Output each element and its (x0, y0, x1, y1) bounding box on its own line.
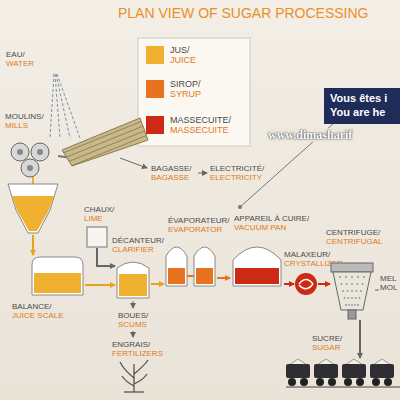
english-label: VACUUM PAN (234, 223, 286, 232)
legend-row: JUS/ JUICE (146, 46, 246, 70)
mill-rollers: MOULINS/MILLS (6, 140, 60, 235)
callout-text: You are he (330, 106, 385, 119)
electricity-arrow (198, 173, 207, 174)
flow-pipe (217, 277, 230, 279)
legend-swatch (146, 116, 164, 134)
legend-text: JUS/ JUICE (170, 45, 242, 65)
cane-conveyor (58, 118, 148, 166)
process-label: MEL (380, 274, 396, 283)
watermark: www.dimasharif (266, 128, 354, 142)
mill-rollers-shape (6, 140, 60, 235)
process-label: ENGRAIS/ (112, 340, 150, 349)
lime-box-shape (86, 226, 108, 248)
french-label: BALANCE/ (12, 302, 52, 311)
french-label: CENTRIFUGE/ (326, 228, 380, 237)
english-label: CLARIFIER (112, 245, 154, 254)
scums-arrow (133, 301, 134, 308)
evaporator-vessels: ÉVAPORATEUR/EVAPORATOR (164, 240, 217, 288)
centrifugal-shape (330, 262, 374, 320)
vacuum-pan-shape (230, 240, 284, 288)
water-spray (50, 74, 80, 138)
legend-text: SIROP/ SYRUP (170, 79, 242, 99)
sugar-wagons-shape (286, 358, 400, 388)
flow-pipe (284, 283, 294, 285)
plant-icon (120, 360, 148, 392)
french-label: CHAUX/ (84, 205, 114, 214)
legend-swatch (146, 46, 164, 64)
flow-pipe (32, 235, 34, 255)
legend-swatch (146, 80, 164, 98)
clarifier-tank-shape (115, 258, 151, 300)
title: PLAN VIEW OF SUGAR PROCESSING (118, 5, 369, 21)
french-label: MOULINS/ (5, 112, 44, 121)
english-label: EVAPORATOR (168, 225, 222, 234)
process-label: ELECTRICITY (210, 173, 262, 182)
molasses-pipe (375, 290, 379, 291)
bagasse-arrow (120, 158, 147, 168)
juice-scale-tank: BALANCE/JUICE SCALE (30, 255, 85, 297)
lime-box: CHAUX/LIME (86, 226, 108, 248)
french-label: SUCRE/ (312, 334, 342, 343)
french-label: DÉCANTEUR/ (112, 236, 164, 245)
vacuum-pan: APPAREIL À CUIRE/VACUUM PAN (230, 240, 284, 288)
evaporator-vessels-shape (164, 240, 217, 288)
english-label: CENTRIFUGAL (326, 237, 382, 246)
process-label: BAGASSE (151, 173, 189, 182)
juice-scale-tank-shape (30, 255, 85, 297)
english-label: SUGAR (312, 343, 340, 352)
english-label: LIME (84, 214, 103, 223)
crystallizer-shape (294, 272, 318, 296)
fertilizer-arrow (133, 331, 134, 337)
legend-box (138, 38, 250, 146)
legend-row: MASSECUITE/ MASSECUITE (146, 116, 246, 140)
flow-pipe (151, 283, 164, 285)
legend-text: MASSECUITE/ MASSECUITE (170, 115, 242, 135)
flow-pipe (318, 283, 330, 285)
clarifier-tank: DÉCANTEUR/CLARIFIER (115, 258, 151, 300)
process-label: BAGASSE/ (151, 164, 191, 173)
you-are-here-box: Vous êtes iYou are he (324, 88, 400, 124)
process-label: SCUMS (118, 320, 147, 329)
process-label: FERTILIZERS (112, 349, 163, 358)
english-label: MILLS (5, 121, 28, 130)
french-label: APPAREIL À CUIRE/ (234, 214, 309, 223)
process-label: BOUES/ (118, 311, 148, 320)
process-label: EAU/ (6, 50, 25, 59)
french-label: MALAXEUR/ (284, 250, 330, 259)
callout-text: Vous êtes i (330, 92, 387, 105)
process-label: WATER (6, 59, 34, 68)
legend-row: SIROP/ SYRUP (146, 80, 246, 104)
process-label: MOL (380, 283, 397, 292)
crystallizer: MALAXEUR/CRYSTALLIZER (294, 272, 318, 296)
french-label: ÉVAPORATEUR/ (168, 216, 230, 225)
process-label: ELECTRICITÉ/ (210, 164, 264, 173)
sugar-wagons: SUCRE/SUGAR (286, 358, 400, 388)
flow-pipe (85, 284, 115, 286)
flow-pipe (359, 320, 361, 358)
centrifugal: CENTRIFUGE/CENTRIFUGAL (330, 262, 374, 320)
english-label: JUICE SCALE (12, 311, 64, 320)
